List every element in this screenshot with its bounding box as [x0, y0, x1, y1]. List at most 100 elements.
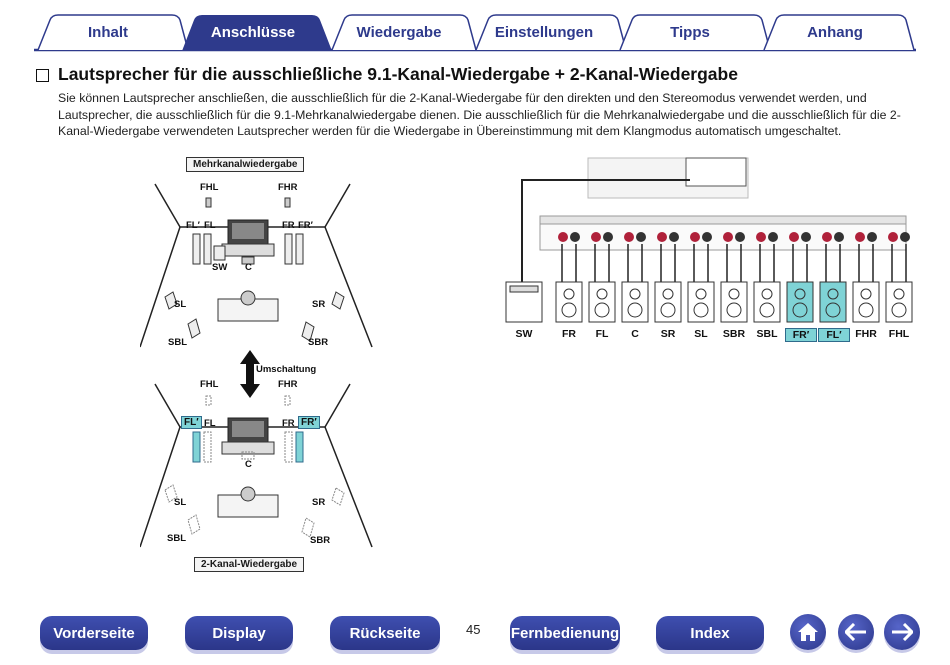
speaker-label: FHL [888, 328, 910, 340]
fhr-speaker [284, 197, 291, 208]
terminal-post [624, 232, 634, 242]
switch-arrow-icon [240, 350, 260, 398]
speaker-box [720, 281, 748, 323]
page-number: 45 [466, 622, 481, 637]
tab-bar: Inhalt Anschlüsse Wiedergabe Einstellung… [0, 0, 950, 54]
section-title: Lautsprecher für die ausschließliche 9.1… [58, 64, 738, 84]
speaker-box [687, 281, 715, 323]
terminal-post [558, 232, 568, 242]
nav-display-button[interactable]: Display [185, 616, 293, 650]
section-heading: Lautsprecher für die ausschließliche 9.1… [36, 64, 738, 85]
two-channel-box: 2-Kanal-Wiedergabe [194, 557, 305, 572]
sbl-speaker-top [187, 318, 201, 339]
multichannel-box: Mehrkanalwiedergabe [186, 157, 305, 172]
speaker-box [621, 281, 649, 323]
tab-anschluesse[interactable]: Anschlüsse [210, 23, 296, 41]
c-speaker-top [241, 256, 255, 265]
terminal-strip-labels [539, 215, 907, 225]
speaker-box [852, 281, 880, 323]
back-button[interactable] [838, 614, 874, 650]
tab-tipps[interactable]: Tipps [670, 23, 710, 41]
fl-speaker-top [203, 233, 212, 265]
speaker-label: FL′ [818, 328, 850, 342]
speaker-cone [794, 288, 806, 300]
speaker-cone [858, 302, 874, 318]
tv-screen-top [232, 223, 264, 239]
terminal-post [834, 232, 844, 242]
speaker-box [885, 281, 913, 323]
receiver-terminal-drawing [505, 157, 913, 323]
speaker-label: SL [694, 328, 708, 340]
label-fhl-bottom: FHL [200, 379, 219, 390]
speaker-cone [759, 302, 775, 318]
speaker-cone [893, 288, 905, 300]
nav-fernbedienung-button[interactable]: Fernbedienung [510, 616, 620, 650]
home-button[interactable] [790, 614, 826, 650]
speaker-cone [693, 302, 709, 318]
sr-speaker-top [331, 291, 345, 310]
sl-speaker-inactive [164, 484, 178, 503]
terminal-post [768, 232, 778, 242]
fhr-speaker-inactive [284, 395, 291, 406]
terminal-post [789, 232, 799, 242]
terminal-post [657, 232, 667, 242]
terminal-post [900, 232, 910, 242]
terminal-post [603, 232, 613, 242]
speaker-box [819, 281, 847, 323]
speaker-cone [891, 302, 907, 318]
nav-vorderseite-button[interactable]: Vorderseite [40, 616, 148, 650]
speaker-label: SBR [722, 328, 746, 340]
label-sl-bottom: SL [174, 497, 187, 508]
fl-prime-speaker-active [192, 431, 201, 463]
terminal-post [756, 232, 766, 242]
terminal-post [735, 232, 745, 242]
tab-inhalt[interactable]: Inhalt [88, 23, 128, 41]
label-fr-top: FR [282, 220, 295, 231]
label-sr-bottom: SR [312, 497, 326, 508]
fl-speaker-inactive [203, 431, 212, 463]
fr-speaker-inactive [284, 431, 293, 463]
forward-button[interactable] [884, 614, 920, 650]
room-layout-diagram: Mehrkanalwiedergabe FHL FHR FL′ FL FR FR… [140, 152, 390, 582]
speaker-cone [860, 288, 872, 300]
nav-index-button[interactable]: Index [656, 616, 764, 650]
terminal-post [702, 232, 712, 242]
speaker-label: SBL [756, 328, 778, 340]
tab-anhang[interactable]: Anhang [807, 23, 863, 41]
subwoofer-top [509, 285, 539, 293]
fr-prime-speaker-active [295, 431, 304, 463]
fhl-speaker-inactive [205, 395, 212, 406]
label-sw-top: SW [212, 262, 228, 273]
receiver-preout-panel [685, 157, 747, 187]
speaker-cone [627, 302, 643, 318]
label-fl-prime-bottom: FL′ [181, 416, 202, 429]
speaker-label: FHR [855, 328, 877, 340]
label-sr-top: SR [312, 299, 326, 310]
label-sbr-top: SBR [308, 337, 329, 348]
terminal-post [867, 232, 877, 242]
label-c-bottom: C [245, 459, 252, 470]
tv-rack-bottom [221, 441, 275, 455]
terminal-post [888, 232, 898, 242]
speaker-label: FR′ [785, 328, 817, 342]
tab-wiedergabe[interactable]: Wiedergabe [356, 23, 442, 41]
tv-rack-top [221, 243, 275, 257]
speaker-label: SR [660, 328, 676, 340]
speaker-cone [726, 302, 742, 318]
label-fr-prime-top: FR′ [298, 220, 313, 231]
speaker-cone [695, 288, 707, 300]
terminal-post [723, 232, 733, 242]
speaker-cone [596, 288, 608, 300]
terminal-post [690, 232, 700, 242]
speaker-cone [594, 302, 610, 318]
label-fr-bottom: FR [282, 418, 295, 429]
listener-top [240, 290, 256, 306]
nav-rueckseite-button[interactable]: Rückseite [330, 616, 440, 650]
speaker-label: FL [595, 328, 609, 340]
label-sl-top: SL [174, 299, 187, 310]
label-sbl-top: SBL [168, 337, 187, 348]
label-fhr-bottom: FHR [278, 379, 298, 390]
terminal-post [636, 232, 646, 242]
tab-einstellungen[interactable]: Einstellungen [494, 23, 594, 41]
